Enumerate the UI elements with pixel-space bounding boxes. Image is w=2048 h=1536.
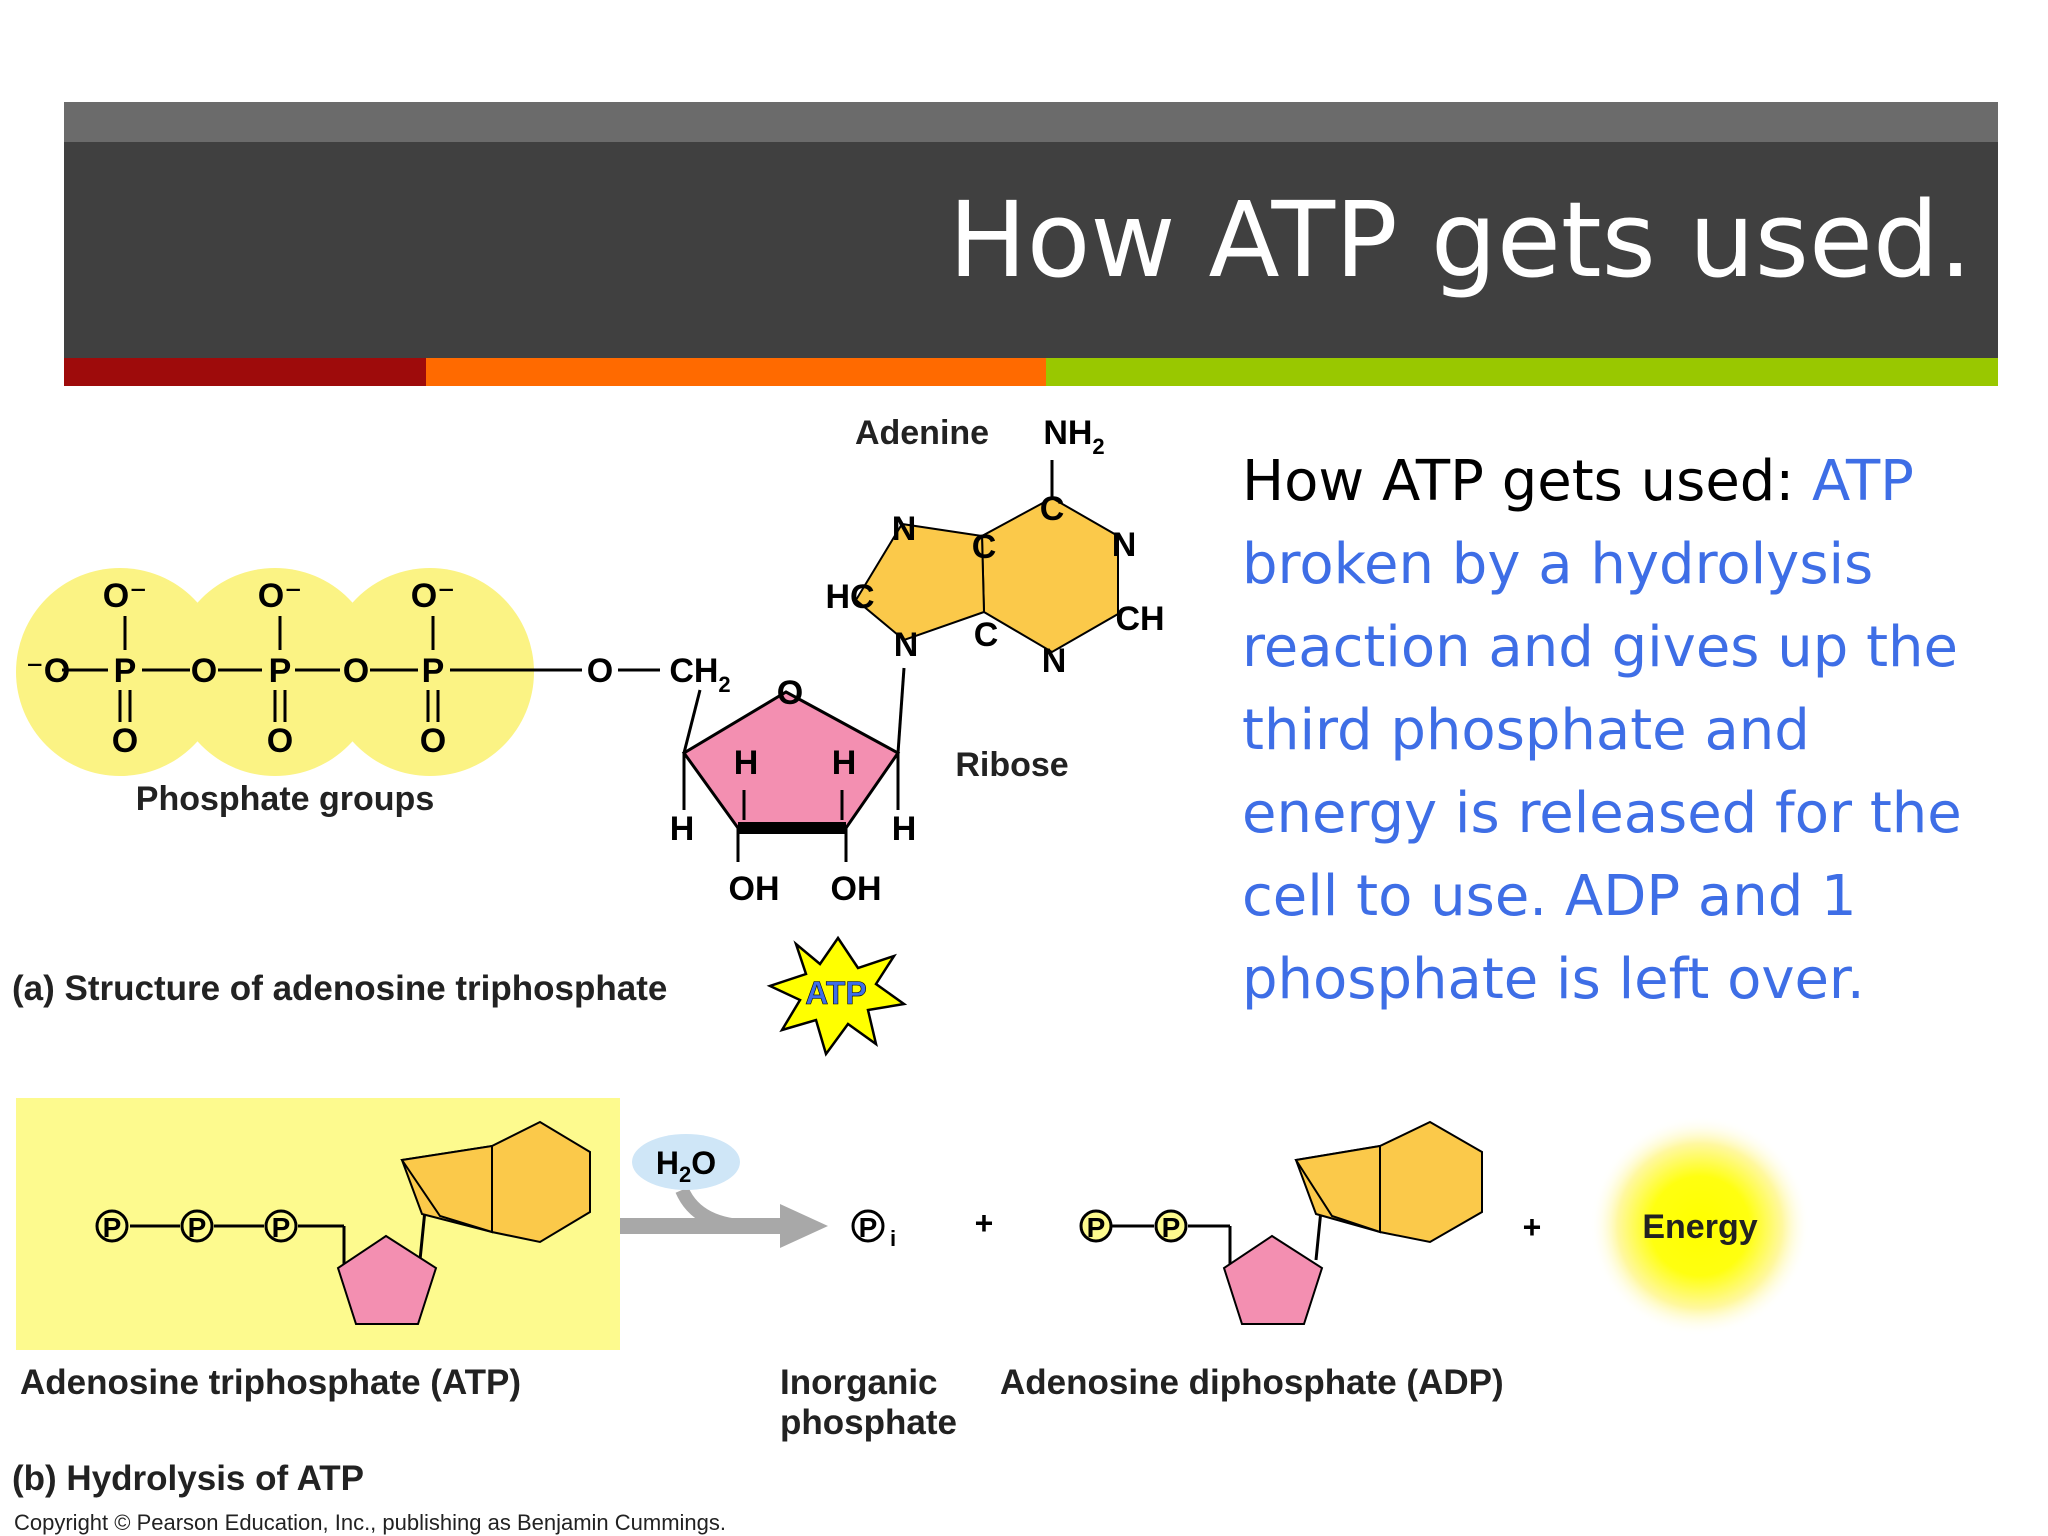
p-symbol-1: P	[103, 1212, 122, 1243]
ribose-h-1: H	[734, 744, 759, 782]
ribose-h-2: H	[832, 744, 857, 782]
phosphate-1-link: O	[191, 652, 217, 690]
atp-molecule	[130, 1120, 591, 1325]
phosphate-2-atom: P	[269, 652, 292, 690]
link-oxygen: O	[587, 652, 613, 690]
title-bar-top	[64, 102, 1998, 142]
adenine-c-fuse-top: C	[972, 528, 997, 566]
adenine-rings	[854, 460, 1119, 654]
adp-label: Adenosine diphosphate (ADP)	[1000, 1363, 1504, 1402]
ribose-h-4: H	[892, 810, 917, 848]
phosphate-2-bottom: O	[267, 722, 293, 760]
svg-text:P: P	[859, 1212, 878, 1243]
phosphate-3-bottom: O	[420, 722, 446, 760]
phosphate-groups-label: Phosphate groups	[136, 780, 434, 818]
adenine-n-bottom: N	[1042, 642, 1067, 680]
ribose-oxygen: O	[777, 674, 803, 712]
svg-text:i: i	[890, 1226, 896, 1251]
inorganic-phosphate: P i	[851, 1209, 896, 1251]
phosphate-3-atom: P	[422, 652, 445, 690]
body-highlight: ATP broken by a hydrolysis reaction and …	[1242, 449, 1962, 1012]
nh2-label: NH2	[1043, 414, 1104, 459]
atp-label: Adenosine triphosphate (ATP)	[20, 1363, 521, 1402]
adp-p-symbol-1: P	[1087, 1212, 1106, 1243]
adenine-c-top: C	[1040, 490, 1065, 528]
adp-p-symbol-2: P	[1162, 1212, 1181, 1243]
ribose-label: Ribose	[955, 746, 1068, 784]
adenine-ch: CH	[1115, 600, 1164, 638]
inorganic-label-1: Inorganic	[780, 1363, 938, 1402]
phosphate-bonds	[62, 616, 660, 722]
energy-label: Energy	[1642, 1208, 1757, 1246]
svg-text:ATP: ATP	[805, 975, 867, 1011]
phosphate-2-top: O⁻	[258, 577, 302, 615]
plus-sign-1: +	[975, 1205, 994, 1241]
structure-caption: (a) Structure of adenosine triphosphate	[12, 969, 667, 1008]
title-bar: How ATP gets used.	[64, 142, 1998, 358]
terminal-oxygen: ⁻O	[26, 652, 70, 690]
phosphate-1-top: O⁻	[103, 577, 147, 615]
adenine-hc: HC	[825, 578, 874, 616]
accent-stripe-red	[64, 358, 426, 386]
adenine-label: Adenine	[855, 414, 989, 452]
phosphate-1-bottom: O	[112, 722, 138, 760]
atp-diagram: ⁻O O⁻ P O O O⁻ P O O O⁻ P O O CH2 Phosph…	[12, 414, 1810, 1535]
inorganic-label-2: phosphate	[780, 1403, 957, 1442]
water-badge: H2O	[632, 1134, 740, 1190]
p-symbol-2: P	[188, 1212, 207, 1243]
ribose-oh-1: OH	[729, 870, 780, 908]
accent-stripe-orange	[426, 358, 1046, 386]
adp-molecule: P P	[1079, 1120, 1483, 1325]
body-text: How ATP gets used: ATP broken by a hydro…	[1242, 440, 2002, 1021]
phosphate-3-top: O⁻	[411, 577, 455, 615]
ribose-oh-2: OH	[831, 870, 882, 908]
phosphate-1-atom: P	[114, 652, 137, 690]
ch2-label: CH2	[669, 652, 730, 697]
svg-text:H2O: H2O	[656, 1145, 716, 1187]
adenine-n-right: N	[1112, 526, 1137, 564]
body-lead: How ATP gets used:	[1242, 449, 1812, 514]
slide-title: How ATP gets used.	[948, 179, 1973, 301]
atp-badge: ATP	[766, 935, 908, 1057]
energy-glow: Energy	[1590, 1116, 1810, 1336]
adenine-c-fuse-bottom: C	[974, 616, 999, 654]
adenine-n1: N	[892, 510, 917, 548]
ribose-h-3: H	[670, 810, 695, 848]
hydrolysis-caption: (b) Hydrolysis of ATP	[12, 1459, 364, 1498]
plus-sign-2: +	[1523, 1209, 1542, 1245]
p-symbol-3: P	[272, 1212, 291, 1243]
ribose-ring	[681, 667, 906, 862]
adenine-n9: N	[894, 626, 919, 664]
copyright-text: Copyright © Pearson Education, Inc., pub…	[14, 1510, 726, 1535]
reaction-arrow	[620, 1186, 828, 1248]
phosphate-blobs	[16, 568, 534, 776]
atp-phosphate-circles: P P P	[95, 1209, 298, 1243]
accent-stripe-green	[1046, 358, 1998, 386]
phosphate-2-link: O	[343, 652, 369, 690]
